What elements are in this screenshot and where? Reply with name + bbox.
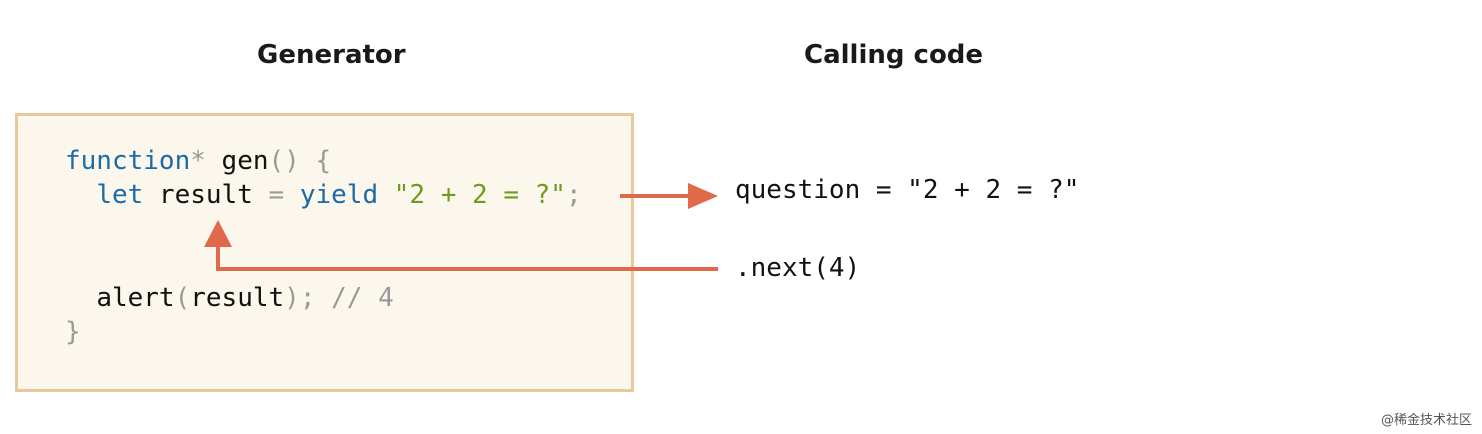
calling-code-heading: Calling code (804, 40, 984, 70)
next-arrow-head (204, 220, 232, 247)
alert-call: alert (96, 283, 175, 313)
generator-star: * (190, 146, 206, 176)
yield-arrow-head (688, 183, 718, 209)
next-call: .next(4) (735, 253, 861, 283)
keyword-function: function (65, 146, 191, 176)
generator-code-box: function* gen() { let result = yield "2 … (15, 113, 634, 392)
next-arrow (204, 220, 718, 271)
alert-argument: result (190, 283, 285, 313)
watermark-text: @稀金技术社区 (1380, 413, 1472, 428)
keyword-yield: yield (284, 180, 379, 210)
code-line-function: function* gen() { (65, 144, 331, 178)
code-line-yield: let result = yield "2 + 2 = ?"; (65, 178, 582, 212)
assign-operator: = (252, 180, 285, 210)
semicolon: ; (565, 180, 582, 210)
next-arrow-shaft (216, 243, 718, 271)
alert-semicolon: ; (299, 283, 316, 313)
function-name: gen (205, 146, 269, 176)
alert-open-paren: ( (174, 283, 191, 313)
variable-result: result (143, 180, 253, 210)
code-comment: // 4 (315, 283, 394, 313)
generator-heading: Generator (257, 40, 406, 70)
code-line-alert: alert(result); // 4 (65, 281, 394, 315)
code-line-close: } (65, 315, 81, 349)
yield-arrow (620, 183, 718, 209)
function-parens: () (268, 146, 300, 176)
alert-close-paren: ) (284, 283, 300, 313)
keyword-let: let (96, 180, 144, 210)
close-brace: } (65, 317, 81, 347)
question-output: question = "2 + 2 = ?" (735, 175, 1080, 205)
yield-string: "2 + 2 = ?" (378, 180, 566, 210)
open-brace: { (299, 146, 332, 176)
